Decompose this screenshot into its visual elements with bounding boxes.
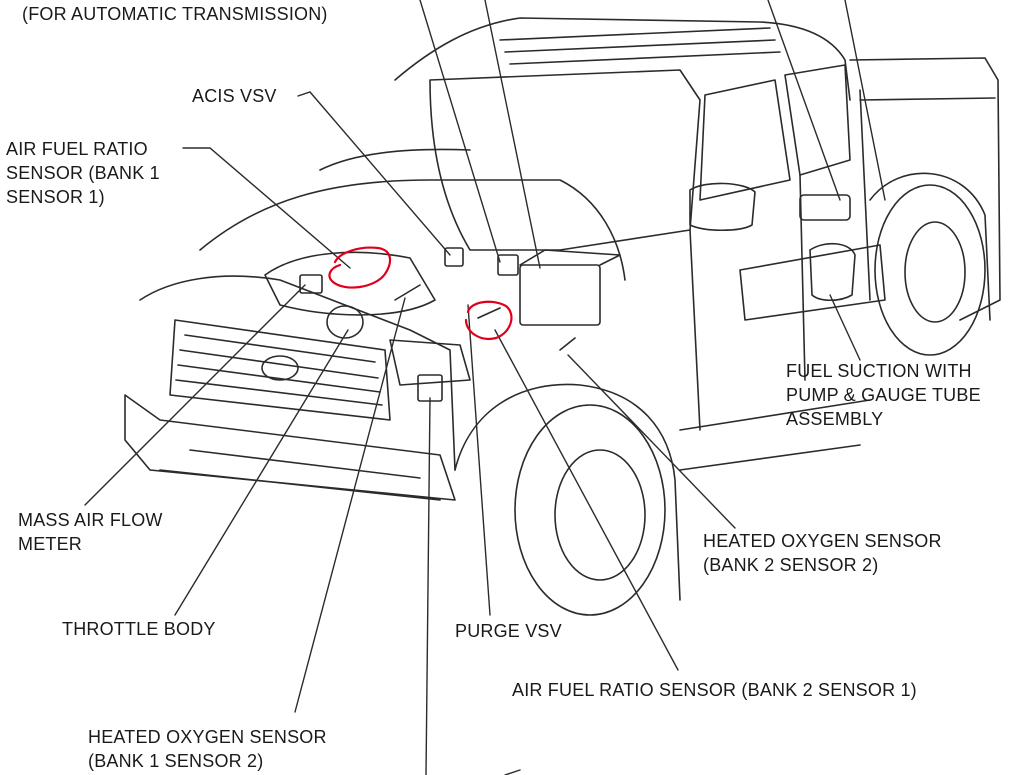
leader-af-bank1 xyxy=(182,147,351,269)
leader-bottom xyxy=(425,397,431,775)
label-ho2-sensor-bank1-s2: HEATED OXYGEN SENSOR (BANK 1 SENSOR 2) xyxy=(88,725,327,773)
leader-acis xyxy=(297,91,451,256)
leader-af-bank2 xyxy=(494,329,679,671)
label-line-2: PUMP & GAUGE TUBE xyxy=(786,385,981,405)
label-line-1: MASS AIR FLOW xyxy=(18,510,163,530)
battery xyxy=(519,264,601,326)
highlight-af-bank2-circle xyxy=(464,300,513,340)
leader-throttle xyxy=(174,329,349,616)
maf-part xyxy=(299,274,323,294)
front-door-window xyxy=(699,79,791,201)
label-line-2: METER xyxy=(18,534,82,554)
toyota-emblem xyxy=(261,355,299,381)
rear-wheel-outer xyxy=(874,184,986,356)
windshield xyxy=(429,69,701,251)
label-text: (FOR AUTOMATIC TRANSMISSION) xyxy=(22,4,328,24)
leader-ho2-bank1 xyxy=(294,297,406,713)
front-fascia xyxy=(139,275,456,471)
label-line-1: FUEL SUCTION WITH xyxy=(786,361,972,381)
battery-top xyxy=(519,249,621,266)
label-line-1: HEATED OXYGEN SENSOR xyxy=(703,531,942,551)
cab-roof xyxy=(394,17,851,101)
door-lines xyxy=(689,89,871,431)
sensor-under-part xyxy=(417,374,443,402)
label-acis-vsv: ACIS VSV xyxy=(192,84,277,108)
label-fuel-suction-assembly: FUEL SUCTION WITH PUMP & GAUGE TUBE ASSE… xyxy=(786,359,981,431)
engine-cover xyxy=(264,251,436,316)
label-line-1: AIR FUEL RATIO xyxy=(6,139,148,159)
label-purge-vsv: PURGE VSV xyxy=(455,619,562,643)
truck-bed xyxy=(849,57,1001,321)
leader-fuel xyxy=(829,294,861,361)
charcoal-canister xyxy=(799,194,851,221)
rear-fender xyxy=(869,172,991,321)
label-automatic-transmission: (FOR AUTOMATIC TRANSMISSION) xyxy=(22,2,328,26)
label-line-2: (BANK 2 SENSOR 2) xyxy=(703,555,879,575)
highlight-af-bank1-circle xyxy=(328,246,392,289)
leader-purge xyxy=(467,304,491,616)
front-wheel-inner xyxy=(554,449,646,581)
label-ho2-sensor-bank2-s2: HEATED OXYGEN SENSOR (BANK 2 SENSOR 2) xyxy=(703,529,942,577)
leader-bottom-2 xyxy=(504,769,521,775)
purge-vsv-part xyxy=(497,254,519,276)
headlight xyxy=(389,339,471,386)
leader-top-2 xyxy=(484,0,541,269)
ho2-bank2-part xyxy=(559,337,576,351)
leader-top-4 xyxy=(844,0,886,201)
label-text: THROTTLE BODY xyxy=(62,619,216,639)
label-line-3: ASSEMBLY xyxy=(786,409,884,429)
fuel-tank xyxy=(739,244,886,321)
leader-maf xyxy=(84,284,306,506)
label-text: AIR FUEL RATIO SENSOR (BANK 2 SENSOR 1) xyxy=(512,680,917,700)
rear-wheel-inner xyxy=(904,221,966,323)
hood xyxy=(199,179,626,281)
label-af-sensor-bank1: AIR FUEL RATIO SENSOR (BANK 1 SENSOR 1) xyxy=(6,137,160,209)
label-line-2: SENSOR (BANK 1 xyxy=(6,163,160,183)
hood-edge xyxy=(319,148,471,171)
front-wheel-outer xyxy=(514,404,666,616)
label-line-1: HEATED OXYGEN SENSOR xyxy=(88,727,327,747)
label-text: PURGE VSV xyxy=(455,621,562,641)
acis-vsv-part xyxy=(444,247,464,267)
label-af-sensor-bank2: AIR FUEL RATIO SENSOR (BANK 2 SENSOR 1) xyxy=(512,678,917,702)
label-text: ACIS VSV xyxy=(192,86,277,106)
leader-top-3 xyxy=(767,0,841,201)
af-bank2-part xyxy=(477,307,501,319)
label-line-2: (BANK 1 SENSOR 2) xyxy=(88,751,264,771)
leader-top-1 xyxy=(419,0,501,263)
ho2-bank1-part xyxy=(394,284,421,301)
roof-ridges xyxy=(499,27,781,65)
fuel-pump-assembly xyxy=(809,242,856,302)
rear-door-window xyxy=(784,64,851,176)
bumper xyxy=(124,394,456,501)
label-mass-air-flow-meter: MASS AIR FLOW METER xyxy=(18,508,163,556)
label-throttle-body: THROTTLE BODY xyxy=(62,617,216,641)
front-fender xyxy=(454,383,681,601)
rocker-line xyxy=(679,399,871,471)
grille xyxy=(169,319,391,421)
fog-area xyxy=(189,449,421,479)
label-line-3: SENSOR 1) xyxy=(6,187,105,207)
side-mirror xyxy=(689,182,756,231)
throttle-body-part xyxy=(326,305,364,339)
leader-ho2-bank2 xyxy=(567,354,736,529)
